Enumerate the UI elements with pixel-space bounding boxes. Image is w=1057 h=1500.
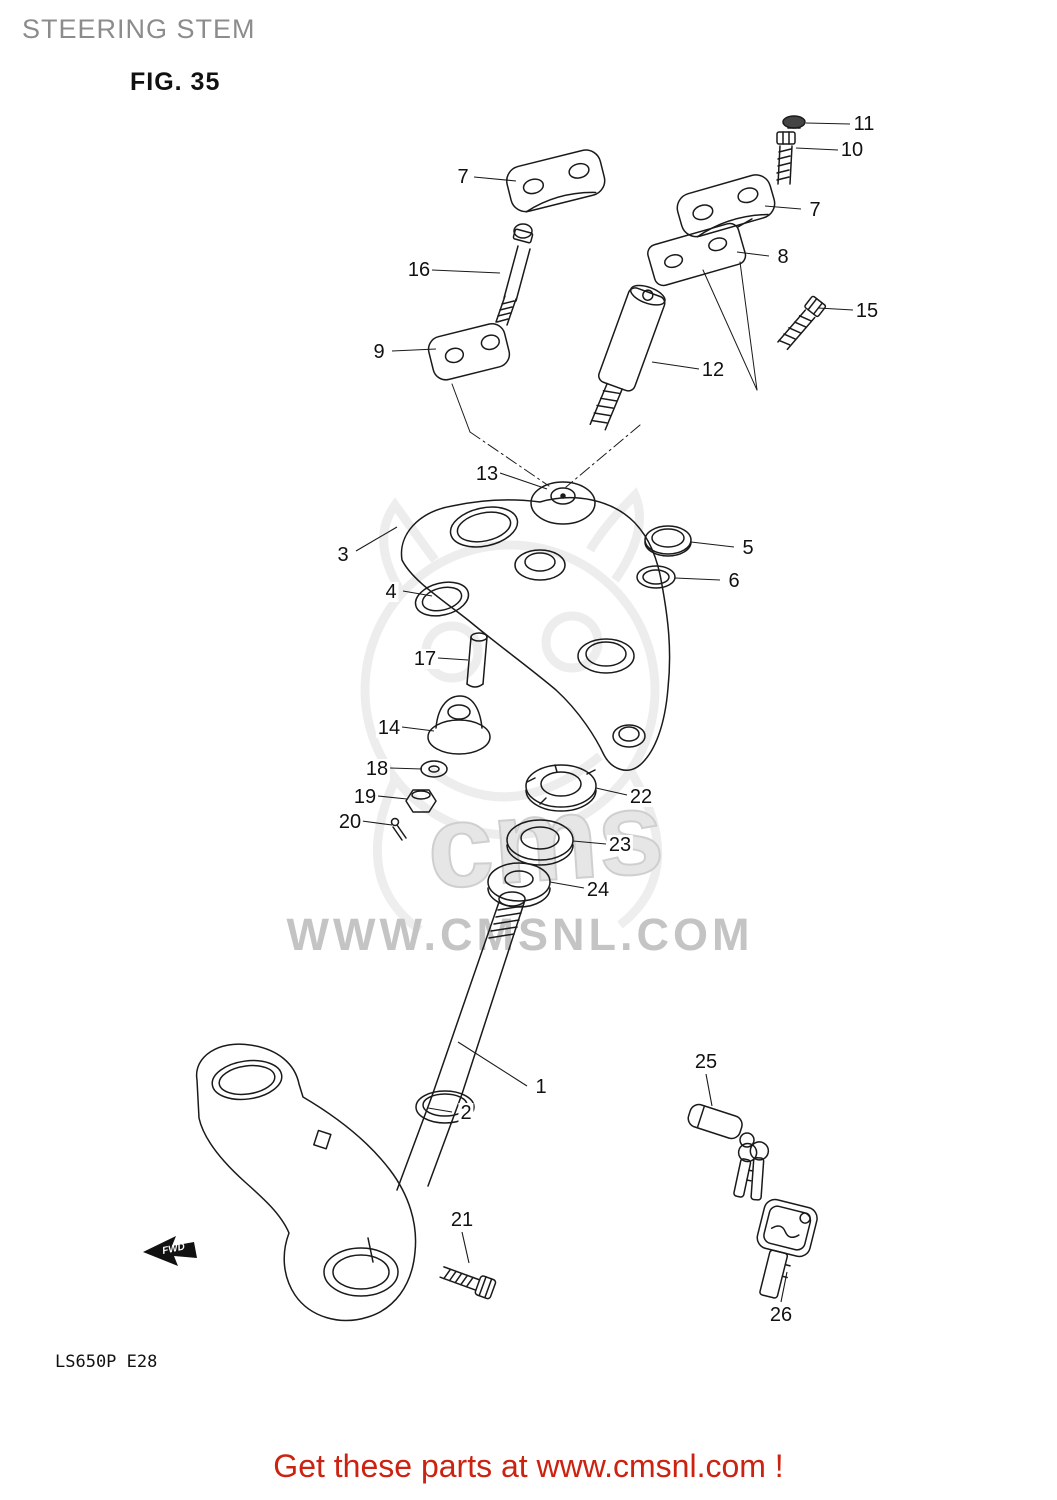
part-label-21[interactable]: 21 (448, 1209, 476, 1231)
part-label-3[interactable]: 3 (335, 544, 351, 566)
part-label-16[interactable]: 16 (405, 259, 433, 281)
part-13-cushion (530, 481, 596, 525)
part-label-12[interactable]: 12 (699, 359, 727, 381)
model-code: LS650P E28 (55, 1352, 158, 1372)
part-7-holder-upper-left (506, 149, 606, 213)
part-label-6[interactable]: 6 (726, 570, 742, 592)
part-label-7[interactable]: 7 (455, 166, 471, 188)
part-3-bracket-upper (400, 497, 671, 771)
part-label-11[interactable]: 11 (851, 113, 877, 135)
part-label-20[interactable]: 20 (336, 811, 364, 833)
part-6-o-ring (636, 565, 676, 589)
guide-lines-8 (702, 261, 758, 391)
fwd-arrow (143, 1236, 197, 1266)
part-label-18[interactable]: 18 (363, 758, 391, 780)
part-label-22[interactable]: 22 (627, 786, 655, 808)
watermark-url-text: WWW.CMSNL.COM (287, 909, 754, 960)
part-9-holder (427, 322, 511, 381)
part-label-24[interactable]: 24 (584, 879, 612, 901)
part-7-holder-upper-right (676, 174, 776, 238)
part-19-nut (405, 789, 437, 813)
part-label-15[interactable]: 15 (853, 300, 881, 322)
part-17-pin (466, 632, 488, 688)
leader-lines (355, 122, 854, 1303)
part-label-26[interactable]: 26 (767, 1304, 795, 1326)
part-14-cushion (427, 695, 491, 755)
part-5-cap (644, 525, 692, 557)
part-21-bolt (439, 1266, 497, 1300)
part-label-8[interactable]: 8 (775, 246, 791, 268)
part-11-cap (782, 115, 806, 129)
part-label-4[interactable]: 4 (383, 581, 399, 603)
part-label-2[interactable]: 2 (458, 1102, 474, 1124)
footer-link[interactable]: Get these parts at www.cmsnl.com ! (273, 1448, 784, 1484)
part-12-shaft (589, 284, 666, 431)
fwd-arrow-label: FWD (161, 1241, 186, 1256)
part-label-19[interactable]: 19 (351, 786, 379, 808)
part-10-bolt (776, 131, 796, 185)
part-16-bolt (495, 223, 534, 326)
part-label-23[interactable]: 23 (606, 834, 634, 856)
page-title: STEERING STEM (22, 14, 256, 44)
part-label-9[interactable]: 9 (371, 341, 387, 363)
part-25-lock-set (687, 1103, 770, 1201)
guide-lines-9 (451, 383, 550, 487)
part-4-o-ring (414, 581, 470, 617)
part-23-bearing-race (506, 819, 574, 866)
part-label-7[interactable]: 7 (807, 199, 823, 221)
part-15-bolt (777, 295, 827, 351)
part-label-13[interactable]: 13 (473, 463, 501, 485)
part-label-14[interactable]: 14 (375, 717, 403, 739)
part-label-17[interactable]: 17 (411, 648, 439, 670)
watermark-mascot (360, 487, 663, 934)
part-26-key-blank (756, 1198, 818, 1299)
part-label-5[interactable]: 5 (740, 537, 756, 559)
part-label-10[interactable]: 10 (838, 139, 866, 161)
figure-label: FIG. 35 (130, 68, 221, 96)
part-label-1[interactable]: 1 (533, 1076, 549, 1098)
part-20-pin (390, 817, 407, 841)
part-8-holder-lower (647, 218, 753, 287)
axis-line-12 (565, 424, 641, 488)
part-22-stem-nut (525, 764, 597, 812)
part-label-25[interactable]: 25 (692, 1051, 720, 1073)
